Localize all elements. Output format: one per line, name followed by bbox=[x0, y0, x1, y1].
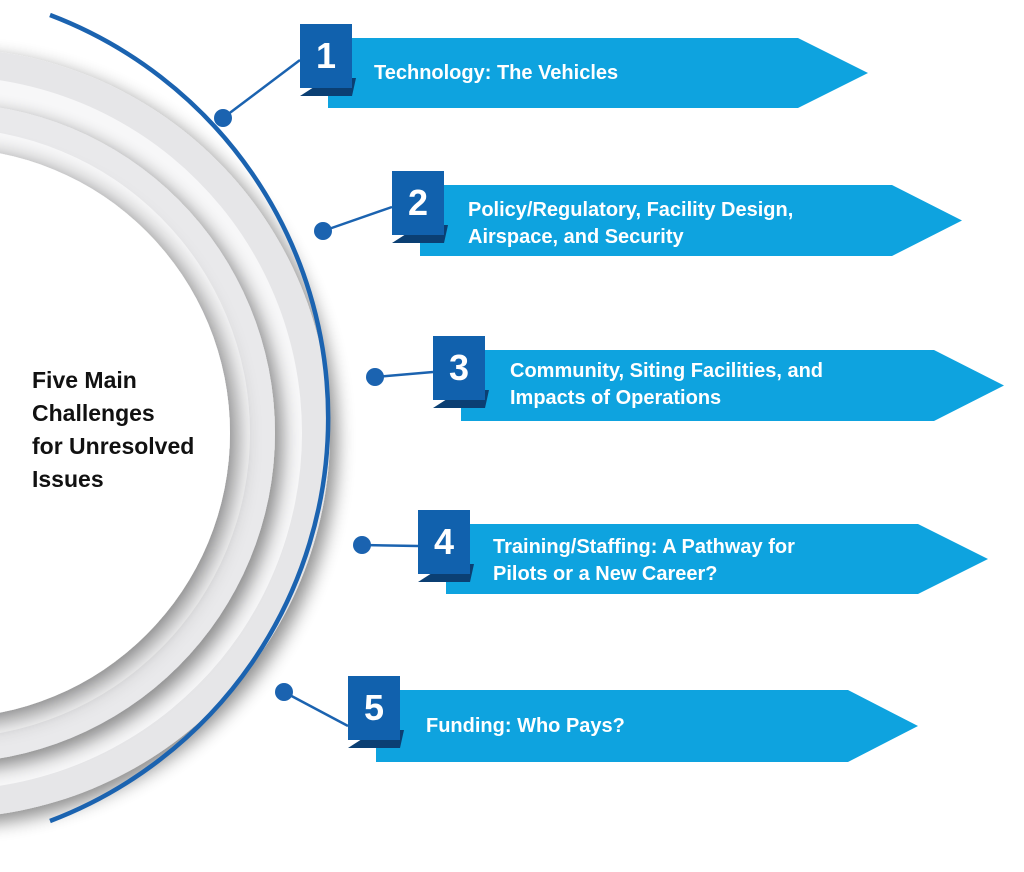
item-number-5: 5 bbox=[363, 687, 385, 728]
item-number-4: 4 bbox=[433, 521, 455, 562]
arc-dot-1 bbox=[214, 109, 232, 127]
item-label-line: Airspace, and Security bbox=[468, 226, 684, 248]
item-number-3: 3 bbox=[448, 347, 470, 388]
connector-line-4 bbox=[361, 543, 419, 548]
item-number-2: 2 bbox=[407, 182, 429, 223]
center-title: Five Main Challenges for Unresolved Issu… bbox=[32, 364, 262, 496]
item-arrow-2 bbox=[420, 185, 962, 256]
item-label-5: Funding: Who Pays? bbox=[426, 713, 625, 740]
connector-line-2 bbox=[322, 205, 393, 233]
connector-line-1 bbox=[222, 59, 301, 119]
item-label-line: Funding: Who Pays? bbox=[426, 715, 625, 737]
number-box-3 bbox=[433, 336, 485, 400]
number-box-5 bbox=[348, 676, 400, 740]
arc-dot-3 bbox=[366, 368, 384, 386]
item-label-line: Impacts of Operations bbox=[510, 387, 722, 409]
arc-dot-5 bbox=[275, 683, 293, 701]
connector-line-3 bbox=[374, 370, 434, 379]
item-arrow-4 bbox=[446, 524, 988, 594]
item-label-line: Training/Staffing: A Pathway for bbox=[493, 536, 795, 558]
arc-dot-2 bbox=[314, 222, 332, 240]
item-label-4: Training/Staffing: A Pathway for Pilots … bbox=[493, 534, 795, 588]
item-number-1: 1 bbox=[315, 35, 337, 76]
item-label-line: Policy/Regulatory, Facility Design, bbox=[468, 199, 794, 221]
center-title-line: Issues bbox=[32, 466, 104, 492]
item-label-2: Policy/Regulatory, Facility Design, Airs… bbox=[468, 197, 793, 251]
number-box-1 bbox=[300, 24, 352, 88]
center-disc bbox=[0, 153, 230, 713]
item-label-line: Community, Siting Facilities, and bbox=[510, 360, 823, 382]
item-arrow-3 bbox=[461, 350, 1004, 421]
connector-line-5 bbox=[283, 690, 349, 728]
number-box-4 bbox=[418, 510, 470, 574]
item-label-3: Community, Siting Facilities, and Impact… bbox=[510, 358, 823, 412]
center-title-line: for Unresolved bbox=[32, 433, 195, 459]
number-box-2 bbox=[392, 171, 444, 235]
item-arrow-5 bbox=[376, 690, 918, 762]
timeline-arc bbox=[49, 12, 331, 824]
item-label-1: Technology: The Vehicles bbox=[374, 60, 618, 87]
item-label-line: Pilots or a New Career? bbox=[493, 563, 718, 585]
center-title-line: Challenges bbox=[32, 400, 155, 426]
center-title-line: Five Main bbox=[32, 367, 137, 393]
item-label-line: Technology: The Vehicles bbox=[374, 62, 619, 84]
arc-dot-4 bbox=[353, 536, 371, 554]
challenge-items bbox=[214, 24, 1004, 762]
item-arrow-1 bbox=[328, 38, 868, 108]
